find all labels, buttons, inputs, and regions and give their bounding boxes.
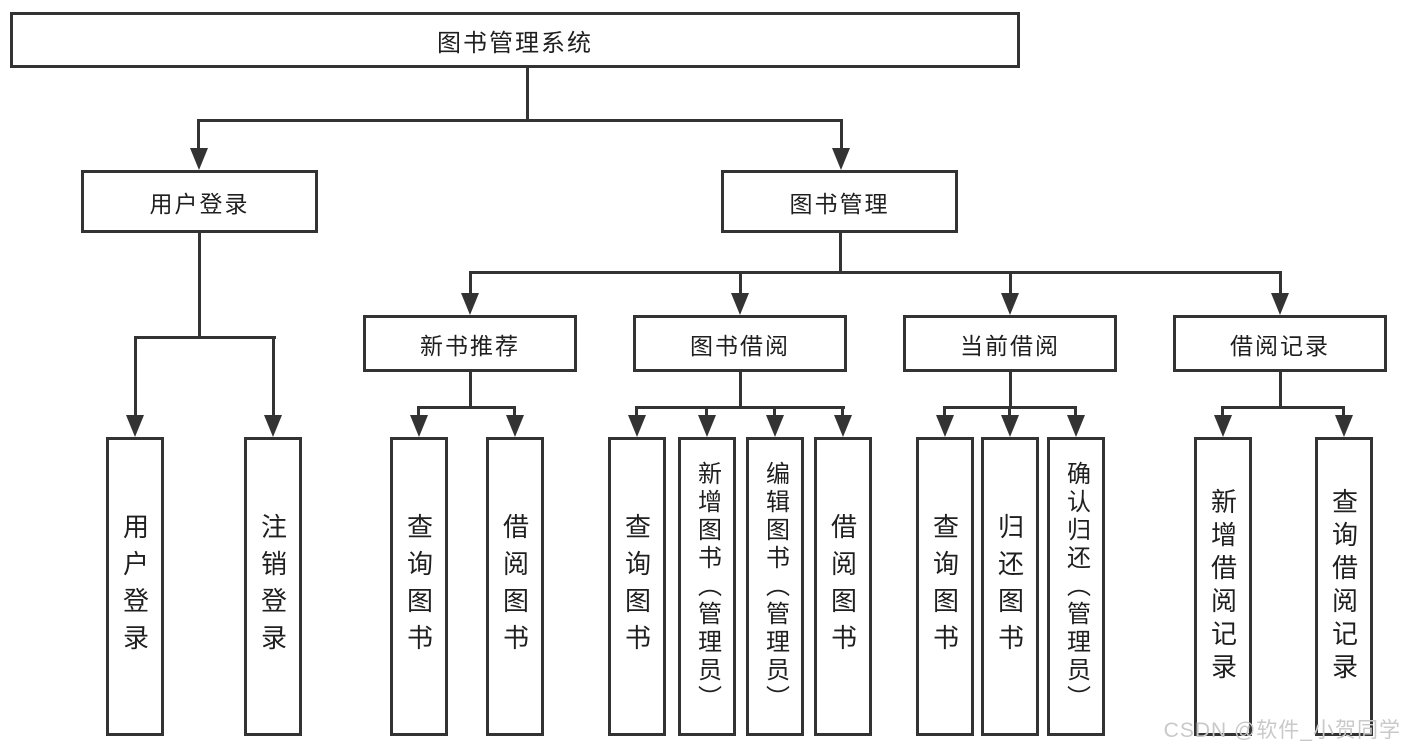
connector-leaf-bb-add-drop (705, 406, 708, 417)
leaf-bb-borrow-label: 借阅图书 (827, 512, 858, 661)
leaf-rec-query: 查询图书 (390, 437, 448, 736)
leaf-bb-query-label: 查询图书 (621, 512, 652, 661)
leaf-br-add-label: 新增借阅记录 (1207, 487, 1238, 686)
arrowhead-borrow-records-icon (1271, 293, 1289, 315)
node-book-mgmt-label: 图书管理 (789, 190, 890, 217)
leaf-br-query-label: 查询借阅记录 (1328, 487, 1359, 686)
connector-user-login-hline (134, 336, 276, 339)
arrowhead-current-borrow-icon (1001, 293, 1019, 315)
arrowhead-book-borrow-icon (731, 293, 749, 315)
connector-current-borrow-stem (1009, 372, 1012, 409)
leaf-bb-query: 查询图书 (608, 437, 666, 736)
connector-new-book-rec-drop (469, 271, 472, 295)
connector-leaf-bb-query-drop (635, 406, 638, 417)
arrowhead-leaf-bb-borrow-icon (834, 415, 852, 437)
connector-leaf-user-login-drop (134, 336, 137, 416)
arrowhead-leaf-bb-edit-icon (766, 415, 784, 437)
connector-leaf-logout-drop (272, 336, 275, 416)
leaf-rec-borrow: 借阅图书 (486, 437, 544, 736)
arrowhead-leaf-br-query-icon (1335, 415, 1353, 437)
connector-level1-hline (197, 119, 843, 122)
node-current-borrow-label: 当前借阅 (960, 332, 1060, 359)
connector-borrow-records-stem (1279, 372, 1282, 409)
arrowhead-leaf-bb-query-icon (628, 415, 646, 437)
arrowhead-book-mgmt-icon (832, 148, 850, 170)
node-current-borrow: 当前借阅 (903, 315, 1117, 372)
leaf-user-login: 用户登录 (106, 437, 164, 736)
arrowhead-leaf-rec-query-icon (410, 415, 428, 437)
arrowhead-leaf-cb-confirm-icon (1067, 415, 1085, 437)
connector-book-borrow-stem (739, 372, 742, 409)
arrowhead-user-login-icon (190, 148, 208, 170)
node-new-book-rec-label: 新书推荐 (420, 332, 520, 359)
node-borrow-records-label: 借阅记录 (1230, 332, 1330, 359)
watermark: CSDN @软件_小贺同学 (1163, 719, 1401, 742)
leaf-logout: 注销登录 (244, 437, 302, 736)
connector-new-book-rec-hline (418, 406, 516, 409)
leaf-rec-borrow-label: 借阅图书 (499, 512, 530, 661)
connector-level3-hline (469, 271, 1281, 274)
connector-book-borrow-drop (739, 271, 742, 295)
leaf-cb-query: 查询图书 (916, 437, 974, 736)
connector-leaf-bb-edit-drop (773, 406, 776, 417)
connector-leaf-rec-query-drop (417, 406, 420, 417)
connector-borrow-records-hline (1222, 406, 1345, 409)
node-book-mgmt: 图书管理 (721, 170, 958, 233)
leaf-logout-label: 注销登录 (257, 512, 288, 661)
arrowhead-leaf-user-login-icon (126, 415, 144, 437)
leaf-cb-return: 归还图书 (981, 437, 1039, 736)
connector-leaf-cb-query-drop (943, 406, 946, 417)
connector-new-book-rec-stem (469, 372, 472, 409)
node-root-label: 图书管理系统 (437, 29, 593, 57)
leaf-cb-query-label: 查询图书 (929, 512, 960, 661)
leaf-bb-edit: 编辑图书（管理员） (746, 437, 804, 736)
connector-user-login-stem (198, 233, 201, 336)
connector-book-mgmt-stem (839, 233, 842, 273)
leaf-bb-borrow: 借阅图书 (814, 437, 872, 736)
connector-book-mgmt-drop (840, 119, 843, 150)
connector-leaf-br-add-drop (1221, 406, 1224, 417)
node-root: 图书管理系统 (10, 12, 1020, 68)
node-new-book-rec: 新书推荐 (363, 315, 577, 372)
leaf-cb-confirm: 确认归还（管理员） (1047, 437, 1105, 736)
leaf-br-query: 查询借阅记录 (1315, 437, 1373, 736)
connector-leaf-rec-borrow-drop (513, 406, 516, 417)
node-book-borrow: 图书借阅 (633, 315, 847, 372)
arrowhead-leaf-logout-icon (264, 415, 282, 437)
arrowhead-leaf-bb-add-icon (698, 415, 716, 437)
leaf-bb-edit-label: 编辑图书（管理员） (761, 460, 789, 713)
connector-leaf-cb-return-drop (1008, 406, 1011, 417)
arrowhead-new-book-rec-icon (461, 293, 479, 315)
connector-book-borrow-hline (636, 406, 845, 409)
connector-root-stem (526, 68, 529, 119)
connector-leaf-cb-confirm-drop (1074, 406, 1077, 417)
leaf-cb-confirm-label: 确认归还（管理员） (1062, 460, 1090, 713)
connector-borrow-records-drop (1279, 271, 1282, 295)
arrowhead-leaf-rec-borrow-icon (506, 415, 524, 437)
leaf-user-login-label: 用户登录 (119, 512, 150, 661)
arrowhead-leaf-br-add-icon (1214, 415, 1232, 437)
node-book-borrow-label: 图书借阅 (690, 332, 790, 359)
node-user-login: 用户登录 (81, 170, 318, 233)
connector-leaf-bb-borrow-drop (841, 406, 844, 417)
leaf-rec-query-label: 查询图书 (403, 512, 434, 661)
leaf-bb-add-label: 新增图书（管理员） (693, 460, 721, 713)
leaf-br-add: 新增借阅记录 (1194, 437, 1252, 736)
leaf-cb-return-label: 归还图书 (994, 512, 1025, 661)
arrowhead-leaf-cb-query-icon (936, 415, 954, 437)
node-borrow-records: 借阅记录 (1173, 315, 1387, 372)
connector-leaf-br-query-drop (1342, 406, 1345, 417)
connector-current-borrow-drop (1009, 271, 1012, 295)
node-user-login-label: 用户登录 (149, 190, 250, 217)
connector-user-login-drop (197, 119, 200, 150)
arrowhead-leaf-cb-return-icon (1001, 415, 1019, 437)
leaf-bb-add: 新增图书（管理员） (678, 437, 736, 736)
